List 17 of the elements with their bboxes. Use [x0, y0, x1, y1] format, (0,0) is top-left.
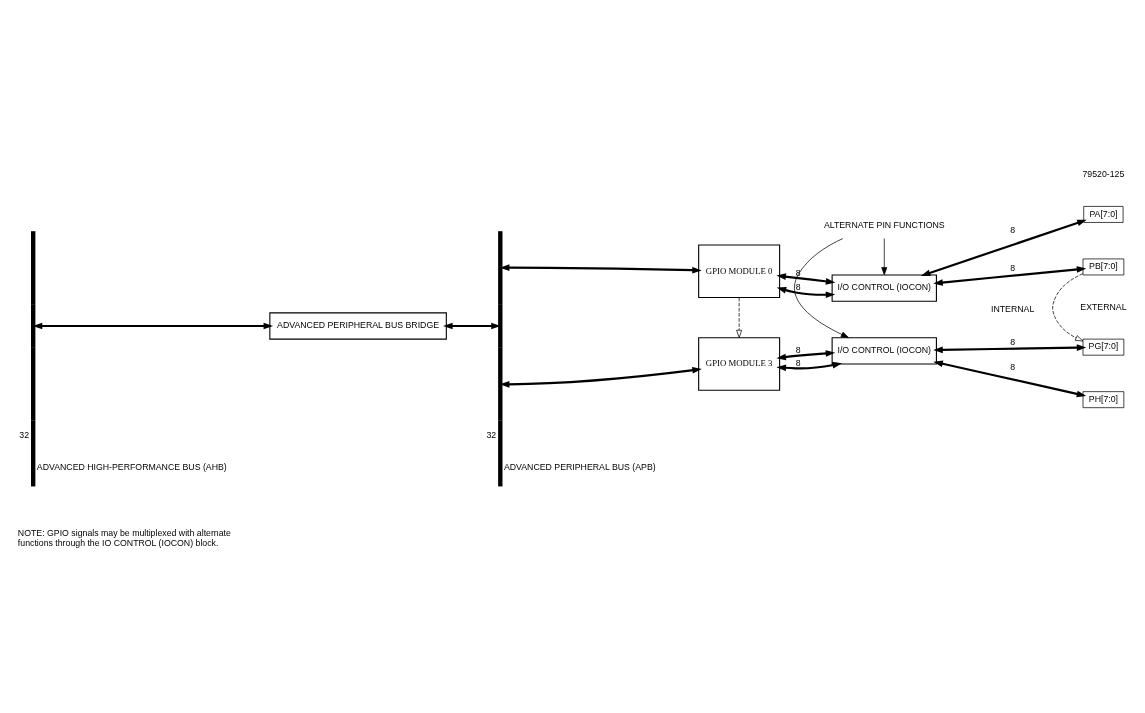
label: INTERNAL [990, 303, 1035, 314]
label: 79520-125 [1082, 168, 1125, 179]
node-label: ADVANCED PERIPHERAL BUS (APB) [503, 461, 656, 472]
label: EXTERNAL [1080, 301, 1127, 312]
edge-label: 8 [1010, 224, 1016, 235]
edge-label: 8 [1010, 361, 1016, 372]
node-text: ALTERNATE PIN FUNCTIONS [823, 219, 945, 230]
edge-label: 8 [795, 344, 801, 355]
node-label: 32 [486, 429, 497, 440]
label: NOTE: GPIO signals may be multiplexed with alternate functions through the IO CONTROL (IOCON) block. [17, 527, 231, 548]
edge-label: 8 [1010, 262, 1016, 273]
edge-label: 8 [795, 267, 801, 278]
node-label: 32 [19, 429, 30, 440]
edge-label: 8 [795, 357, 801, 368]
edge-label: 8 [1010, 336, 1016, 347]
edge-label: 8 [795, 281, 801, 292]
node-label: ADVANCED HIGH-PERFORMANCE BUS (AHB) [36, 461, 227, 472]
